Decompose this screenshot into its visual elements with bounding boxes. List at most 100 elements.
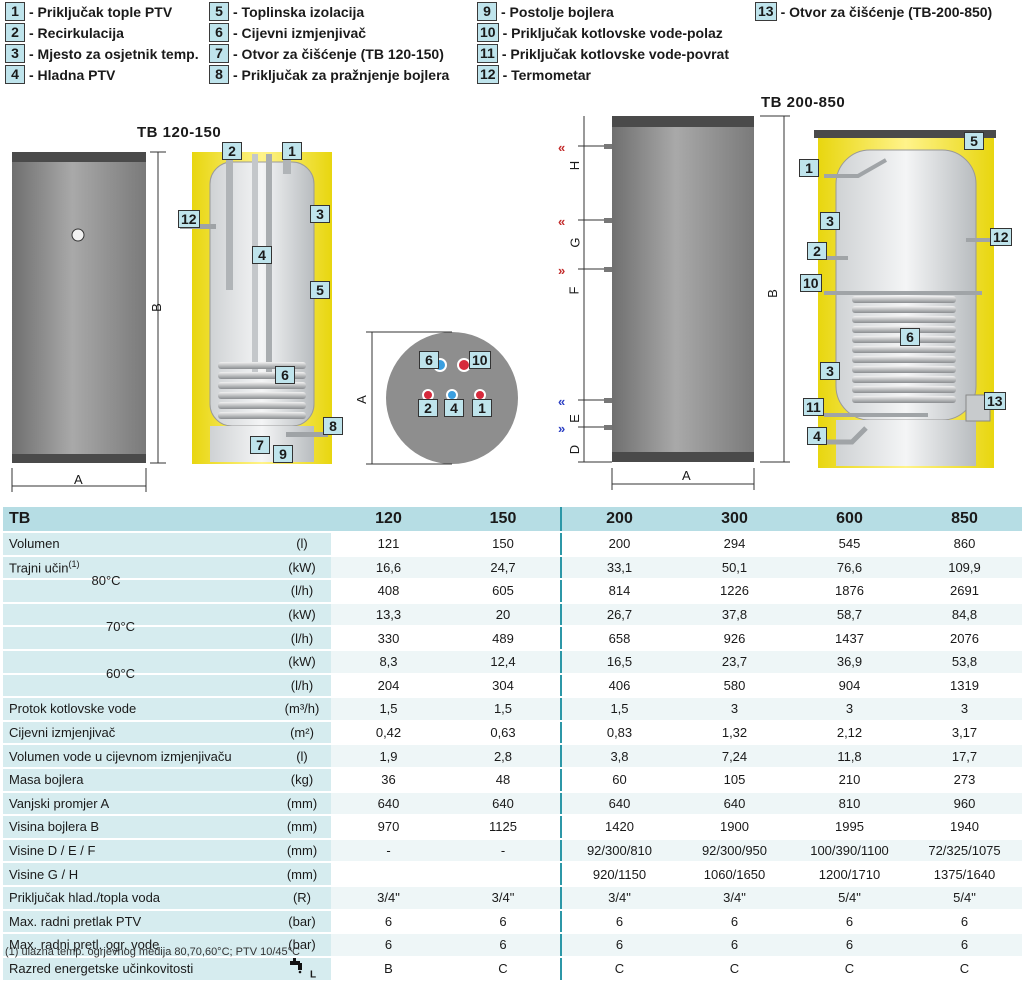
svg-text:«: « <box>558 394 565 409</box>
table-cell: 6 <box>560 909 677 935</box>
table-cell: 3/4" <box>677 885 792 911</box>
row-label-text: Max. radni pretl. ogr. vode <box>9 937 160 953</box>
legend-item: 8 - Priključak za pražnjenje bojlera <box>209 65 449 84</box>
row-unit: (mm) <box>273 838 331 864</box>
row-label <box>3 626 273 651</box>
row-unit: (mm) <box>273 815 331 840</box>
legend-number: 12 <box>477 65 499 84</box>
legend-text: - Priključak kotlovske vode-polaz <box>502 24 723 41</box>
table-cell: 1,9 <box>331 744 446 769</box>
callout-3: 3 <box>820 362 840 380</box>
callout-3: 3 <box>820 212 840 230</box>
row-label: Visina bojlera B <box>3 815 273 840</box>
header-model-label: TB <box>3 507 273 533</box>
table-cell: 3/4" <box>446 885 561 911</box>
table-cell: 330 <box>331 626 446 651</box>
header-model-200: 200 <box>560 507 677 533</box>
table-cell: 12,4 <box>446 649 561 675</box>
svg-text:»: » <box>558 263 565 278</box>
legend-number: 8 <box>209 65 229 84</box>
table-cell: 6 <box>677 909 792 935</box>
table-cell: 17,7 <box>907 744 1022 769</box>
table-cell: 48 <box>446 767 561 793</box>
row-label-text: Trajni učin <box>9 560 69 576</box>
row-label <box>3 579 273 604</box>
callout-5: 5 <box>964 132 984 150</box>
row-label: Priključak hlad./topla voda <box>3 885 273 911</box>
legend-text: - Cijevni izmjenjivač <box>233 24 367 41</box>
legend-item: 4 - Hladna PTV <box>5 65 115 84</box>
row-unit: (kW) <box>273 602 331 628</box>
table-cell: 16,6 <box>331 555 446 581</box>
row-label-text: Max. radni pretlak PTV <box>9 913 142 929</box>
footnote: (1) ulazna temp. ogrjevnog medija 80,70,… <box>5 946 300 958</box>
dim-label-h: H <box>567 160 583 171</box>
legend-item: 7 - Otvor za čišćenje (TB 120-150) <box>209 44 444 63</box>
header-model-150: 150 <box>446 507 561 533</box>
legend-number: 1 <box>5 2 25 21</box>
table-cell: 640 <box>331 791 446 817</box>
table-cell: 11,8 <box>792 744 907 769</box>
table-cell: 58,7 <box>792 602 907 628</box>
row-label: Visine D / E / F <box>3 838 273 864</box>
row-label: 70°C <box>3 602 273 634</box>
table-cell: 1420 <box>560 815 677 840</box>
table-cell: 3 <box>907 697 1022 722</box>
table-cell: 1226 <box>677 579 792 604</box>
row-label: Volumen <box>3 532 273 557</box>
table-cell: 100/390/1100 <box>792 838 907 864</box>
row-label: Masa bojlera <box>3 767 273 793</box>
table-cell: 926 <box>677 626 792 651</box>
table-cell <box>446 862 561 887</box>
table-cell: 1,5 <box>446 697 561 722</box>
table-cell: 105 <box>677 767 792 793</box>
table-cell: 545 <box>792 532 907 557</box>
table-cell: 6 <box>331 909 446 935</box>
row-unit: (mm) <box>273 791 331 817</box>
callout-10: 10 <box>800 274 822 292</box>
legend-item: 5 - Toplinska izolacija <box>209 2 364 21</box>
callout-2: 2 <box>222 142 242 160</box>
table-cell: 37,8 <box>677 602 792 628</box>
table-cell <box>331 862 446 887</box>
table-cell: 6 <box>677 933 792 958</box>
row-unit: (l) <box>273 744 331 769</box>
callout-1: 1 <box>282 142 302 160</box>
row-unit: L <box>273 956 331 982</box>
legend-number: 13 <box>755 2 777 21</box>
boiler-drawings: « « » « » <box>11 115 996 492</box>
row-unit: (m²) <box>273 720 331 746</box>
table-cell: 13,3 <box>331 602 446 628</box>
table-cell: 23,7 <box>677 649 792 675</box>
row-label-text: Vanjski promjer A <box>9 795 110 811</box>
table-cell: C <box>560 956 677 982</box>
legend-number: 7 <box>209 44 229 63</box>
table-cell: 20 <box>446 602 561 628</box>
legend-text: - Toplinska izolacija <box>233 3 365 20</box>
svg-text:«: « <box>558 214 565 229</box>
legend-text: - Termometar <box>502 66 592 83</box>
table-cell: 2076 <box>907 626 1022 651</box>
table-cell: 33,1 <box>560 555 677 581</box>
table-cell: 294 <box>677 532 792 557</box>
table-cell: 1375/1640 <box>907 862 1022 887</box>
table-cell: 16,5 <box>560 649 677 675</box>
heat-exchanger-coil-large <box>852 296 956 403</box>
table-cell: 408 <box>331 579 446 604</box>
row-unit: (kW) <box>273 649 331 675</box>
table-cell: 3,17 <box>907 720 1022 746</box>
legend-item: 12 - Termometar <box>477 65 591 84</box>
legend-number: 5 <box>209 2 229 21</box>
table-cell: 1876 <box>792 579 907 604</box>
